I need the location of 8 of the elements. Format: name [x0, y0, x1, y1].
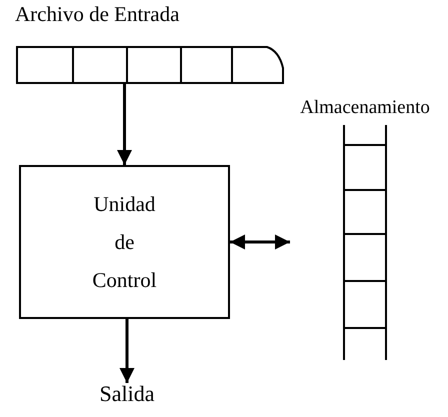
arrow [230, 234, 290, 250]
arrow [120, 319, 134, 383]
tape-label: Archivo de Entrada [15, 4, 180, 25]
output-label: Salida [92, 383, 162, 411]
arrow [117, 84, 132, 165]
control-unit-box [19, 165, 230, 319]
storage-label: Almacenamiento [299, 98, 431, 117]
box-label: Unidad de Control [91, 191, 158, 294]
